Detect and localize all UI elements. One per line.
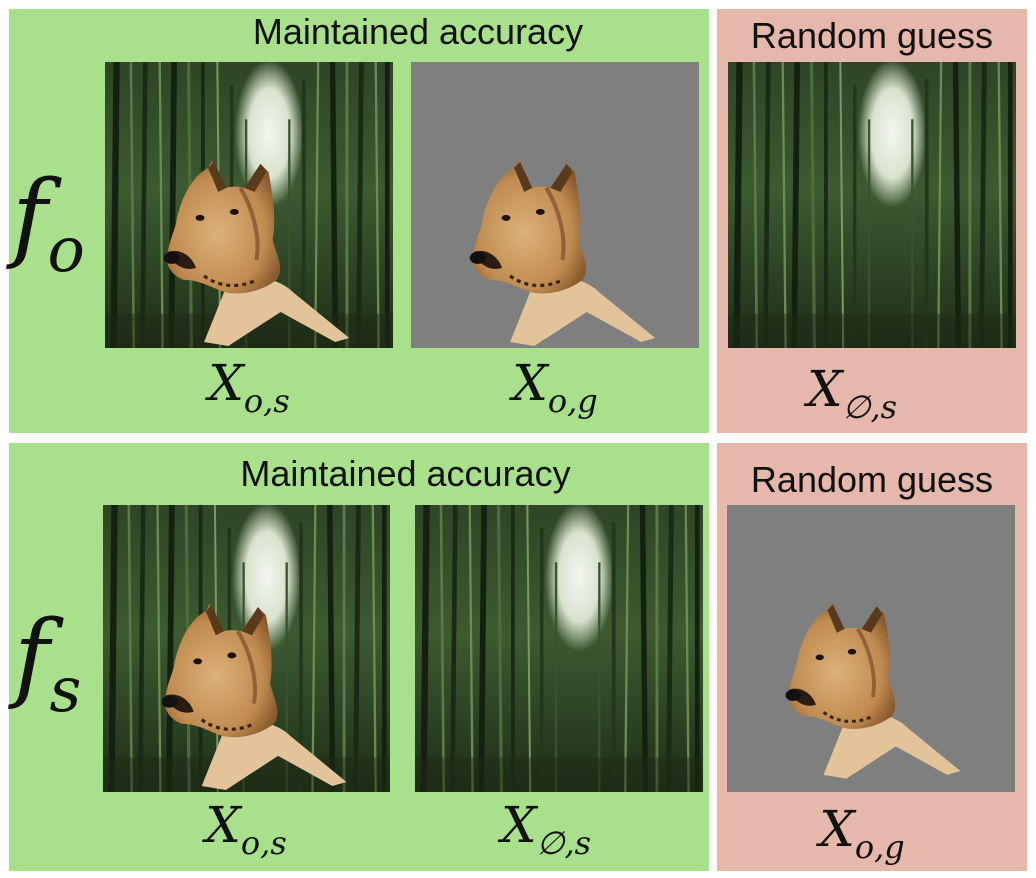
caption-base: X bbox=[205, 796, 241, 854]
image-bamboo-forest-only bbox=[728, 62, 1016, 348]
panel-header: Maintained accuracy bbox=[240, 453, 571, 494]
caption-subscript: ∅,s bbox=[842, 388, 898, 426]
caption-subscript: o,s bbox=[240, 824, 287, 862]
caption-subscript: o,g bbox=[547, 382, 598, 420]
image-caption: Xo,g bbox=[435, 354, 675, 420]
model-subscript: o bbox=[47, 213, 85, 286]
image-dog-on-gray-background bbox=[727, 505, 1015, 792]
caption-base: X bbox=[500, 796, 537, 854]
image-caption: Xo,s bbox=[129, 354, 369, 420]
caption-subscript: ∅,s bbox=[536, 824, 592, 862]
caption-subscript: o,g bbox=[854, 828, 905, 866]
panel-header: Random guess bbox=[750, 459, 994, 500]
panel-header: Maintained accuracy bbox=[252, 11, 584, 52]
image-bamboo-forest-only bbox=[415, 505, 703, 792]
image-dog-on-gray-background bbox=[411, 62, 699, 348]
caption-base: X bbox=[806, 360, 843, 418]
model-label: fo bbox=[12, 160, 85, 286]
panel-header: Random guess bbox=[750, 15, 994, 56]
caption-base: X bbox=[208, 354, 244, 412]
caption-base: X bbox=[819, 800, 855, 858]
image-caption: X∅,s bbox=[426, 796, 666, 862]
model-symbol: f bbox=[12, 160, 48, 272]
image-dog-on-bamboo-forest bbox=[105, 62, 393, 348]
image-caption: Xo,s bbox=[126, 796, 366, 862]
image-caption: Xo,g bbox=[742, 800, 982, 866]
caption-subscript: o,s bbox=[243, 382, 290, 420]
model-subscript: s bbox=[49, 653, 82, 726]
model-label: fs bbox=[14, 600, 81, 726]
image-dog-on-bamboo-forest bbox=[103, 505, 390, 792]
model-symbol: f bbox=[14, 600, 50, 712]
caption-base: X bbox=[512, 354, 548, 412]
image-caption: X∅,s bbox=[732, 360, 972, 426]
